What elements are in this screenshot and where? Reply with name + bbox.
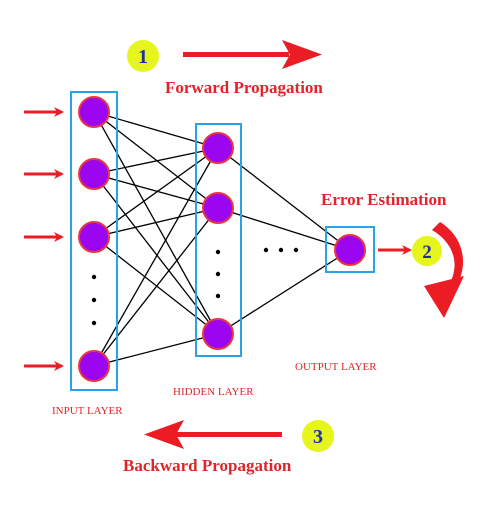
curved-error-arrow	[424, 222, 464, 318]
input-node-2	[78, 158, 110, 190]
connection-input-4-hidden-3	[93, 333, 219, 367]
input-node-1	[78, 96, 110, 128]
connection-input-2-hidden-1	[93, 147, 219, 175]
connection-input-3-hidden-2	[93, 207, 219, 238]
input-ellipsis-dots	[91, 274, 97, 326]
connection-input-3-hidden-1	[93, 147, 219, 238]
input-layer-label: INPUT LAYER	[52, 405, 123, 417]
input-node-3	[78, 221, 110, 253]
neuron-nodes	[78, 96, 366, 382]
step-badge-3: 3	[302, 420, 334, 452]
connection-input-4-hidden-2	[93, 207, 219, 367]
error-estimation-title: Error Estimation	[321, 190, 447, 209]
hidden-node-1	[202, 132, 234, 164]
connection-input-1-hidden-1	[93, 111, 219, 149]
connection-input-4-hidden-1	[93, 147, 219, 367]
forward-propagation-title: Forward Propagation	[165, 78, 323, 97]
connection-hidden-2-output-1	[217, 207, 351, 251]
step-badge-2: 2	[412, 236, 442, 266]
output-layer-box	[325, 226, 375, 273]
connection-input-2-hidden-2	[93, 173, 219, 209]
forward-arrow	[183, 40, 322, 69]
horizontal-ellipsis-dots	[263, 247, 299, 253]
input-arrows	[24, 107, 64, 371]
connection-input-3-hidden-3	[93, 236, 219, 335]
output-node-1	[334, 234, 366, 266]
connection-input-2-hidden-3	[93, 173, 219, 335]
hidden-layer-box	[195, 123, 242, 357]
connection-lines	[93, 111, 351, 367]
step-number-3: 3	[313, 426, 323, 448]
step-badge-1: 1	[127, 40, 159, 72]
hidden-ellipsis-dots	[215, 249, 221, 299]
hidden-layer-label: HIDDEN LAYER	[173, 386, 254, 398]
connection-input-1-hidden-2	[93, 111, 219, 209]
step-number-1: 1	[138, 46, 148, 68]
backward-arrow	[144, 420, 282, 449]
step-number-2: 2	[422, 242, 432, 263]
output-layer-label: OUTPUT LAYER	[295, 361, 377, 373]
hidden-node-2	[202, 192, 234, 224]
input-node-4	[78, 350, 110, 382]
connection-hidden-3-output-1	[217, 249, 351, 335]
input-layer-box	[70, 91, 118, 391]
backward-propagation-title: Backward Propagation	[123, 456, 292, 475]
hidden-node-3	[202, 318, 234, 350]
